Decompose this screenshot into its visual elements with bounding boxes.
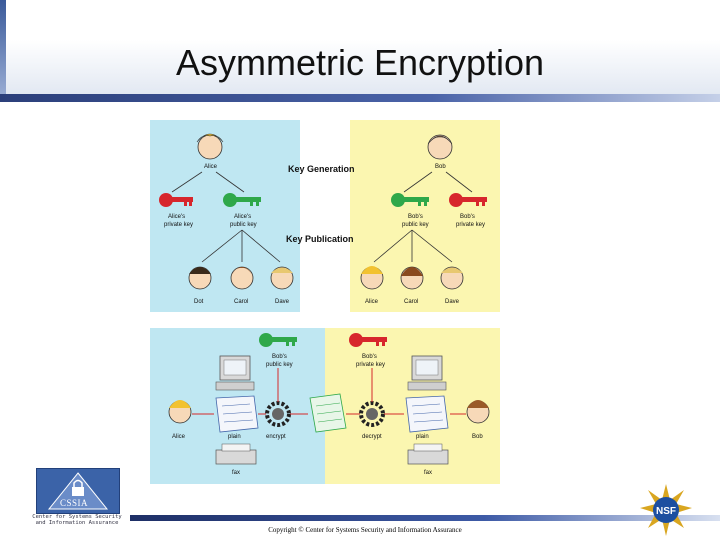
decrypt-gear-icon xyxy=(359,401,385,427)
public-key-label-1: Bob's xyxy=(272,354,287,360)
recipient-dave-2: Dave xyxy=(445,299,460,305)
bob-private-key-icon xyxy=(449,193,487,207)
carol-face-icon xyxy=(230,266,254,290)
cssia-logo-subtitle: Center for Systems Security and Informat… xyxy=(22,514,132,526)
sender-computer-icon xyxy=(215,355,255,391)
recipient-alice: Alice xyxy=(365,299,379,305)
alice-private-key-label-1: Alice's xyxy=(168,214,185,220)
encryption-flow-diagram: Bob's public key Bob's private key Alice… xyxy=(150,328,500,484)
alice-face-icon xyxy=(196,133,224,160)
recipient-dave: Dave xyxy=(275,299,290,305)
step-encrypt: encrypt xyxy=(266,434,286,440)
step-plain-2: plain xyxy=(416,434,429,440)
receiver-computer-icon xyxy=(407,355,447,391)
recipient-carol-2: Carol xyxy=(404,299,418,305)
bob-face-icon xyxy=(427,134,453,160)
fax-label-1: fax xyxy=(232,470,240,476)
bob-public-key-icon xyxy=(391,193,429,207)
encrypt-gear-icon xyxy=(265,401,291,427)
receiver-fax-icon xyxy=(407,443,449,465)
key-generation-diagram: Alice Bob Alice's private key Alice's pu… xyxy=(150,120,500,312)
generation-arrows xyxy=(171,171,473,193)
alice-recipient-face-icon xyxy=(360,266,384,290)
title-rule xyxy=(0,94,720,102)
public-key-icon xyxy=(259,333,297,347)
cssia-lock-icon xyxy=(47,472,109,510)
step-plain: plain xyxy=(228,434,241,440)
title-band-edge xyxy=(0,0,6,100)
dave-face-icon xyxy=(270,266,294,290)
sender-name: Alice xyxy=(172,434,186,440)
private-key-label-2: private key xyxy=(356,362,385,368)
flow-arrows xyxy=(192,368,466,415)
dot-face-icon xyxy=(188,266,212,290)
nsf-logo-icon: NSF xyxy=(640,484,692,536)
cssia-sub-line-2: and Information Assurance xyxy=(35,520,119,526)
decrypted-document-icon xyxy=(405,395,449,433)
cipher-document-icon xyxy=(309,393,347,433)
alice-private-key-label-2: private key xyxy=(164,222,193,228)
alice-public-key-icon xyxy=(223,193,261,207)
private-key-icon xyxy=(349,333,387,347)
step-decrypt: decrypt xyxy=(362,434,382,440)
receiver-face-icon xyxy=(466,400,490,424)
alice-public-key-label-2: public key xyxy=(230,222,257,228)
bob-public-key-label-1: Bob's xyxy=(408,214,423,220)
public-key-label-2: public key xyxy=(266,362,293,368)
fax-label-2: fax xyxy=(424,470,432,476)
bob-private-key-label-1: Bob's xyxy=(460,214,475,220)
slide-title: Asymmetric Encryption xyxy=(175,42,545,83)
nsf-text: NSF xyxy=(656,506,676,517)
receiver-name: Bob xyxy=(472,434,483,440)
cssia-logo-box xyxy=(36,468,120,514)
alice-private-key-icon xyxy=(159,193,193,207)
carol-recipient-face-icon xyxy=(400,266,424,290)
key-publication-label: Key Publication xyxy=(286,234,354,244)
cssia-sub-line-1: Center for Systems Security xyxy=(32,514,122,520)
private-key-label-1: Bob's xyxy=(362,354,377,360)
cssia-logo-text: CSSIA xyxy=(60,498,89,508)
publication-arrows xyxy=(201,229,453,263)
alice-name: Alice xyxy=(204,164,218,170)
bob-private-key-label-2: private key xyxy=(456,222,485,228)
bob-name: Bob xyxy=(435,164,446,170)
plain-document-icon xyxy=(215,395,259,433)
bob-public-key-label-2: public key xyxy=(402,222,429,228)
recipient-carol: Carol xyxy=(234,299,248,305)
cssia-logo: CSSIA Center for Systems Security and In… xyxy=(22,462,132,528)
copyright-text: Copyright © Center for Systems Security … xyxy=(268,526,462,534)
sender-face-icon xyxy=(168,400,192,424)
footer-rule xyxy=(130,515,720,521)
key-generation-label: Key Generation xyxy=(288,164,355,174)
recipient-dot: Dot xyxy=(194,299,204,305)
title-band xyxy=(0,0,720,100)
sender-fax-icon xyxy=(215,443,257,465)
dave-recipient-face-icon xyxy=(440,266,464,290)
alice-public-key-label-1: Alice's xyxy=(234,214,251,220)
